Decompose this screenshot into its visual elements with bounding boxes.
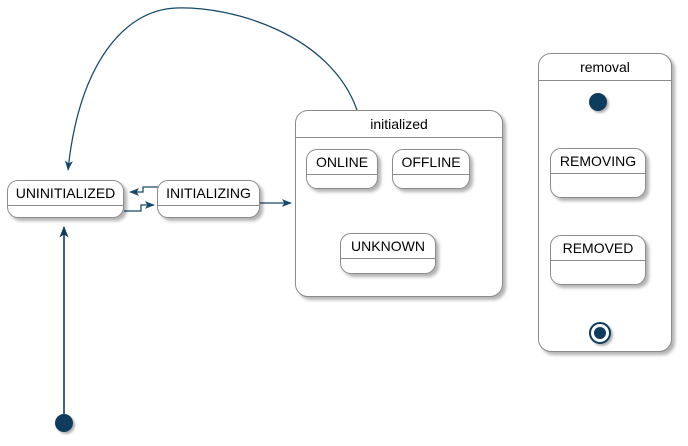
state-removed-body [551,260,645,284]
state-offline-body [393,174,469,188]
transition-initialized-to-uninitialized [64,7,358,171]
initial-pseudostate-main [55,414,73,432]
state-uninitialized-body [8,205,123,217]
state-removing[interactable]: REMOVING [550,148,646,198]
state-removing-body [551,173,645,197]
state-unknown[interactable]: UNKNOWN [340,233,436,274]
state-offline[interactable]: OFFLINE [392,149,470,189]
state-unknown-body [341,258,435,273]
state-initializing-body [158,205,259,217]
composite-state-removal[interactable]: removal [538,53,672,352]
state-online-label: ONLINE [307,150,377,175]
state-uninitialized[interactable]: UNINITIALIZED [7,180,124,218]
final-pseudostate-removal-dot [594,327,606,339]
composite-state-removal-title: removal [539,54,671,81]
state-offline-label: OFFLINE [393,150,469,175]
final-pseudostate-removal [589,322,611,344]
state-removed[interactable]: REMOVED [550,235,646,285]
state-initializing[interactable]: INITIALIZING [157,180,260,218]
composite-state-removal-body [539,80,671,351]
state-online[interactable]: ONLINE [306,149,378,189]
state-removing-label: REMOVING [551,149,645,174]
state-unknown-label: UNKNOWN [341,234,435,259]
state-online-body [307,174,377,188]
transition-uninitialized-to-initializing [124,201,155,212]
state-removed-label: REMOVED [551,236,645,261]
initial-pseudostate-removal [589,93,607,111]
transition-initializing-to-uninitialized [129,186,160,196]
state-initializing-label: INITIALIZING [158,181,259,206]
composite-state-initialized-title: initialized [296,111,502,138]
state-uninitialized-label: UNINITIALIZED [8,181,123,206]
